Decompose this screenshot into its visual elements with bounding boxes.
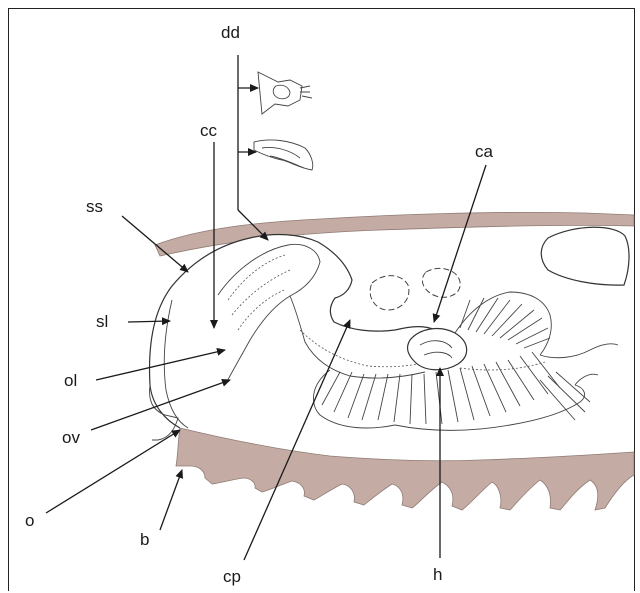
label-h: h bbox=[433, 565, 442, 584]
label-b: b bbox=[140, 530, 149, 549]
label-ca: ca bbox=[475, 142, 494, 161]
right-lobe bbox=[541, 227, 629, 285]
label-ss: ss bbox=[86, 197, 103, 216]
sketch-dd-2 bbox=[254, 140, 313, 170]
label-ov: ov bbox=[62, 428, 80, 447]
label-sl: sl bbox=[96, 312, 108, 331]
label-o: o bbox=[25, 511, 34, 530]
blob-2 bbox=[422, 268, 460, 297]
lower-tissue-band bbox=[176, 428, 634, 510]
blob-1 bbox=[370, 276, 409, 310]
sketch-dd-1 bbox=[258, 72, 312, 114]
body-outline bbox=[150, 235, 435, 428]
label-cp: cp bbox=[223, 567, 241, 586]
gill-fan-upper bbox=[455, 292, 618, 358]
central-organ bbox=[408, 329, 467, 370]
label-dd: dd bbox=[221, 23, 240, 42]
label-ol: ol bbox=[64, 371, 77, 390]
label-cc: cc bbox=[200, 121, 218, 140]
